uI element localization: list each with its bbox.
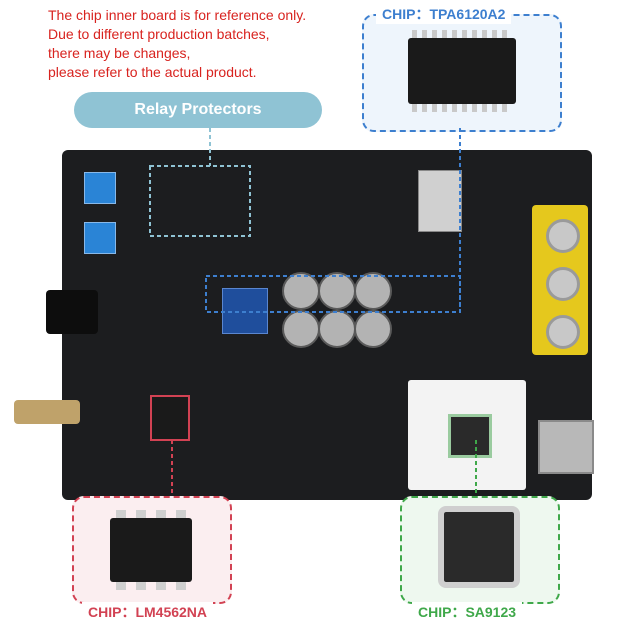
relay-protectors-label: Relay Protectors	[74, 92, 322, 128]
tpa-chip-callout	[362, 14, 562, 132]
volume-knob	[14, 400, 80, 424]
sa-chip-label: CHIP：SA9123	[412, 602, 523, 622]
lm-chip-image	[110, 510, 192, 590]
headphone-jack	[46, 290, 98, 334]
sa-chip-image	[438, 506, 520, 588]
lm-chip-label: CHIP：LM4562NA	[82, 602, 214, 622]
crystal-oscillator	[418, 170, 462, 232]
tpa-chip-image	[408, 30, 516, 112]
notice-line: Due to different production batches,	[48, 26, 270, 42]
rca-jack-block	[532, 205, 588, 355]
notice-line: please refer to the actual product.	[48, 64, 257, 80]
tpa-chip-label: CHIP：TPA6120A2	[376, 4, 512, 24]
relay	[84, 172, 116, 204]
disclaimer-notice: The chip inner board is for reference on…	[48, 6, 348, 82]
sa9123-module	[408, 380, 526, 490]
notice-line: The chip inner board is for reference on…	[48, 7, 307, 23]
capacitor	[354, 310, 392, 348]
usb-port	[538, 420, 594, 474]
board-lm-chip	[150, 395, 190, 441]
lm-chip-callout	[72, 496, 232, 604]
capacitor	[354, 272, 392, 310]
notice-line: there may be changes,	[48, 45, 191, 61]
sa-chip-callout	[400, 496, 560, 604]
relay	[84, 222, 116, 254]
